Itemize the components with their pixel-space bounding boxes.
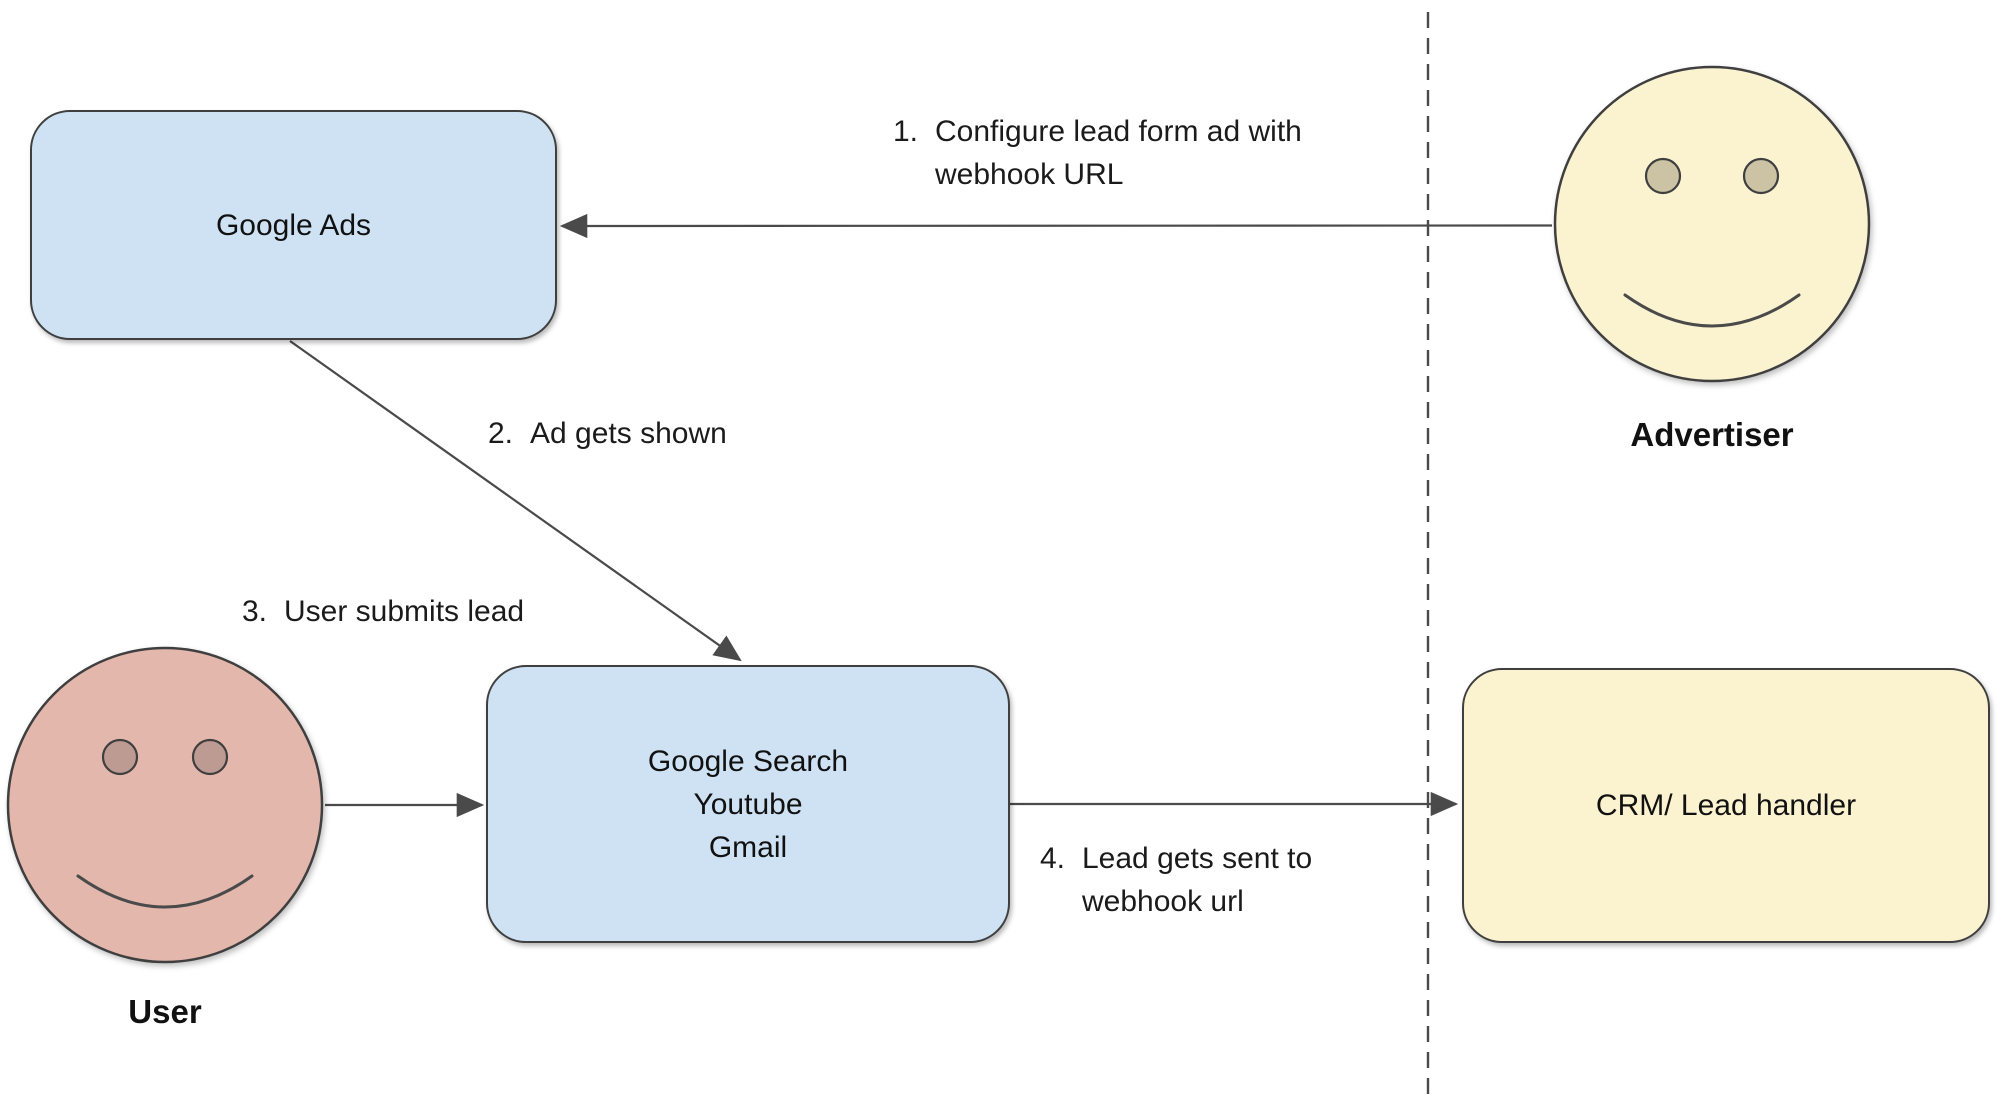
node-crm-lead-handler: CRM/ Lead handler: [1462, 668, 1990, 943]
user-label: User: [128, 993, 202, 1030]
step-4-number: 4.: [1040, 842, 1066, 875]
user-left-eye: [101, 738, 139, 776]
step-4-text-line-1: Lead gets sent to: [1082, 842, 1313, 875]
node-google-properties-line-1: Google Search: [647, 744, 849, 778]
step-2-text: Ad gets shown: [530, 417, 727, 450]
node-google-properties-line-3: Gmail: [708, 830, 788, 864]
node-google-ads: Google Ads: [30, 110, 557, 340]
step-4-text-line-2: webhook url: [1082, 885, 1244, 918]
advertiser-right-eye: [1742, 157, 1780, 195]
advertiser-face-icon: [1553, 65, 1871, 383]
arrow-advertiser-to-google-ads: [559, 213, 1553, 239]
advertiser-left-eye: [1644, 157, 1682, 195]
step-3-label: 3. User submits lead: [242, 590, 524, 633]
step-3-number: 3.: [242, 595, 268, 628]
node-crm-label: CRM/ Lead handler: [1595, 789, 1857, 822]
node-google-ads-label: Google Ads: [215, 208, 372, 242]
advertiser-label: Advertiser: [1630, 416, 1794, 453]
step-2-label: 2. Ad gets shown: [488, 412, 727, 455]
user-face-circle: [6, 646, 324, 964]
step-1-number: 1.: [893, 115, 919, 148]
step-1-text-line-1: Configure lead form ad with: [935, 115, 1302, 148]
step-1-text-line-2: webhook URL: [935, 158, 1124, 191]
step-3-text: User submits lead: [284, 595, 525, 628]
arrow-google-ads-to-properties: [289, 340, 742, 662]
advertiser-smile: [1623, 293, 1801, 328]
user-smile: [76, 874, 254, 909]
step-4-label: 4. Lead gets sent to webhook url: [1040, 837, 1312, 923]
user-face-icon: [6, 646, 324, 964]
advertiser-face-circle: [1553, 65, 1871, 383]
node-google-properties-line-2: Youtube: [693, 787, 803, 821]
node-google-properties: Google Search Youtube Gmail: [486, 665, 1010, 943]
step-2-number: 2.: [488, 417, 514, 450]
step-1-label: 1. Configure lead form ad with webhook U…: [893, 110, 1302, 196]
user-right-eye: [191, 738, 229, 776]
